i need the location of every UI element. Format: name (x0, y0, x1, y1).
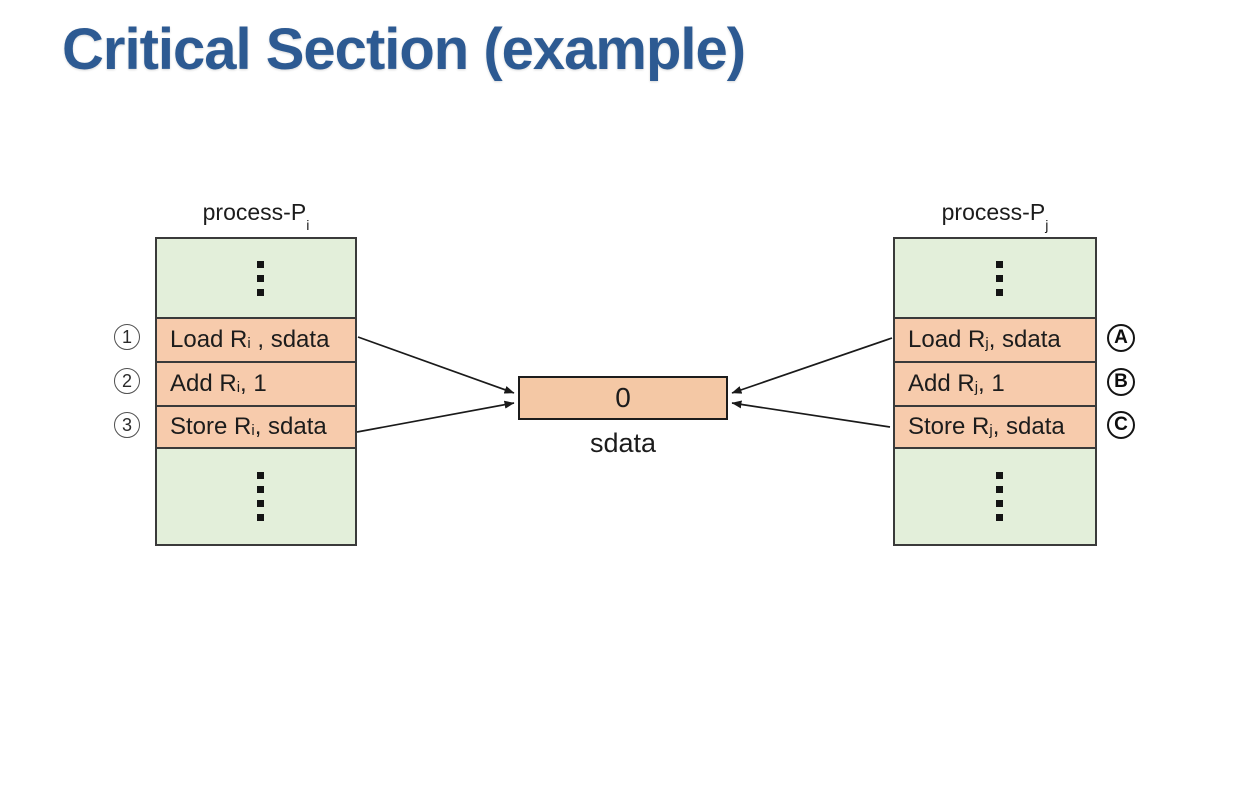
shared-data-box: 0 (518, 376, 728, 420)
vertical-ellipsis-icon (256, 260, 264, 296)
step-marker-c: C (1107, 411, 1135, 439)
process-pi-label-text: process-P (202, 199, 307, 225)
arrow-pj-store-to-sdata (731, 400, 891, 428)
shared-data-label: sdata (589, 428, 657, 458)
instruction-text: Store R (170, 413, 252, 440)
process-pi-label: process-Pi (151, 199, 361, 233)
instruction-text: , sdata (250, 326, 330, 353)
instruction-text: , 1 (240, 370, 267, 397)
step-marker-a: A (1107, 324, 1135, 352)
instruction-text: Load R (908, 326, 986, 353)
process-pi-lower-code-section (157, 449, 355, 544)
process-pj-upper-code-section (895, 239, 1095, 317)
vertical-ellipsis-icon (256, 472, 264, 521)
process-pi-upper-code-section (157, 239, 355, 317)
process-pj-label-subscript: j (1045, 217, 1049, 234)
instruction-text: Add R (170, 370, 237, 397)
vertical-ellipsis-icon (995, 472, 1003, 521)
step-marker-2: 2 (114, 368, 140, 394)
vertical-ellipsis-icon (995, 260, 1003, 296)
slide-title: Critical Section (example) (62, 17, 746, 82)
step-marker-b: B (1107, 368, 1135, 396)
instruction-text: Load R (170, 326, 248, 353)
instruction-text: , sdata (992, 413, 1065, 440)
process-pj-label: process-Pj (890, 199, 1100, 233)
arrow-pj-load-to-sdata (731, 337, 893, 394)
instruction-text: Add R (908, 370, 975, 397)
arrow-pi-store-to-sdata (356, 400, 515, 433)
arrow-pi-load-to-sdata (357, 336, 515, 394)
process-pj-label-text: process-P (941, 199, 1046, 225)
process-pi-label-subscript: i (306, 217, 310, 234)
instruction-text: , sdata (254, 413, 327, 440)
instruction-text: , sdata (988, 326, 1061, 353)
shared-data-value: 0 (615, 382, 631, 413)
process-pj-lower-code-section (895, 449, 1095, 544)
instruction-text: Store R (908, 413, 990, 440)
step-marker-3: 3 (114, 412, 140, 438)
step-marker-1: 1 (114, 324, 140, 350)
instruction-text: , 1 (978, 370, 1005, 397)
